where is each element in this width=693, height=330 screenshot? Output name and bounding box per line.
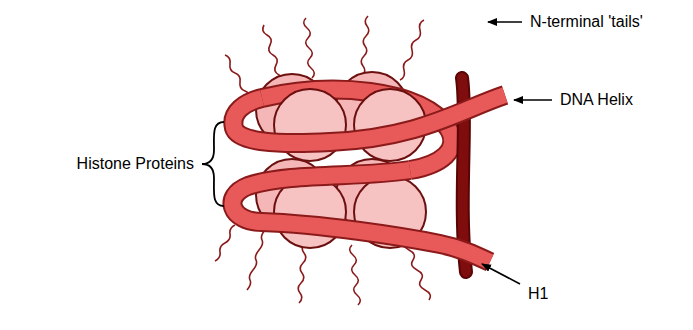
label-text: N-terminal 'tails' [530, 12, 643, 31]
histone-tails [215, 16, 430, 305]
dna-ribbon-front [232, 95, 505, 262]
brace [202, 122, 224, 206]
label-text: Histone Proteins [77, 154, 194, 173]
leader-arrows [482, 22, 552, 284]
label-text: DNA Helix [560, 90, 633, 109]
label-text: H1 [528, 284, 548, 303]
